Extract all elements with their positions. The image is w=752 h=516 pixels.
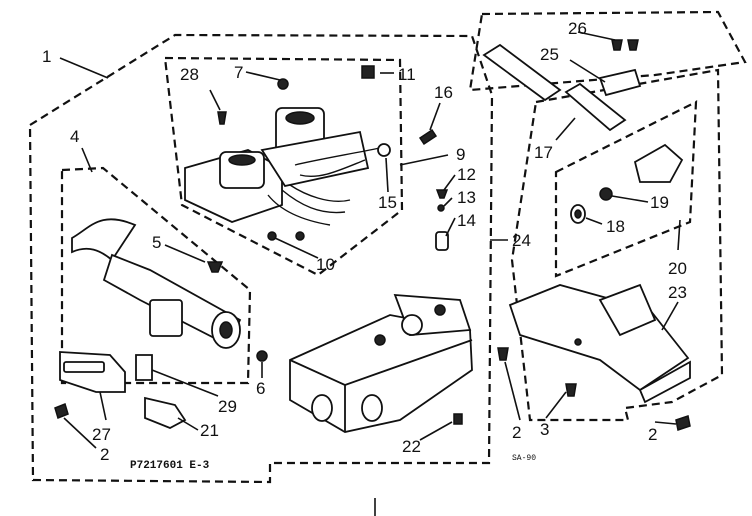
mounting-bracket	[508, 283, 691, 431]
top-screws	[217, 65, 438, 146]
callout-25: 25	[540, 45, 559, 64]
ignitor-assembly	[71, 218, 242, 349]
callout-12: 12	[457, 165, 476, 184]
callout-21: 21	[200, 421, 219, 440]
callout-27: 27	[92, 425, 111, 444]
callout-2-right: 2	[648, 425, 657, 444]
lower-left-parts	[54, 350, 268, 429]
callout-9: 9	[456, 145, 465, 164]
callout-6: 6	[256, 379, 265, 398]
callout-11: 11	[398, 65, 416, 84]
callout-labels: 1 2 2 2 3 4 5 6 7 9 10 11 12 13 14 15 16…	[42, 19, 687, 464]
callout-22: 22	[402, 437, 421, 456]
leader-lines	[59, 31, 681, 516]
callout-14: 14	[457, 211, 476, 230]
callout-28: 28	[180, 65, 199, 84]
callout-29: 29	[218, 397, 237, 416]
callout-23: 23	[668, 283, 687, 302]
callout-4: 4	[70, 127, 79, 146]
callout-24: 24	[512, 231, 531, 250]
callout-13: 13	[457, 188, 476, 207]
callout-15: 15	[378, 193, 397, 212]
corner-code: SA-90	[512, 454, 536, 463]
callout-26: 26	[568, 19, 587, 38]
callout-10: 10	[316, 255, 335, 274]
callout-2-left: 2	[100, 445, 109, 464]
callout-17: 17	[534, 143, 553, 162]
callout-19: 19	[650, 193, 669, 212]
callout-16: 16	[434, 83, 453, 102]
callout-18: 18	[606, 217, 625, 236]
callout-20: 20	[668, 259, 687, 278]
callout-5: 5	[152, 233, 161, 252]
igniter-tubes	[482, 39, 642, 132]
callout-1: 1	[42, 47, 51, 66]
flame-sensor-parts	[570, 143, 684, 224]
gas-valve-body	[289, 189, 509, 433]
solenoid-coil-assembly	[184, 107, 391, 241]
callout-7: 7	[234, 63, 243, 82]
callout-3: 3	[540, 420, 549, 439]
diagram-caption: P7217601 E-3	[130, 460, 210, 472]
callout-2-center: 2	[512, 423, 521, 442]
